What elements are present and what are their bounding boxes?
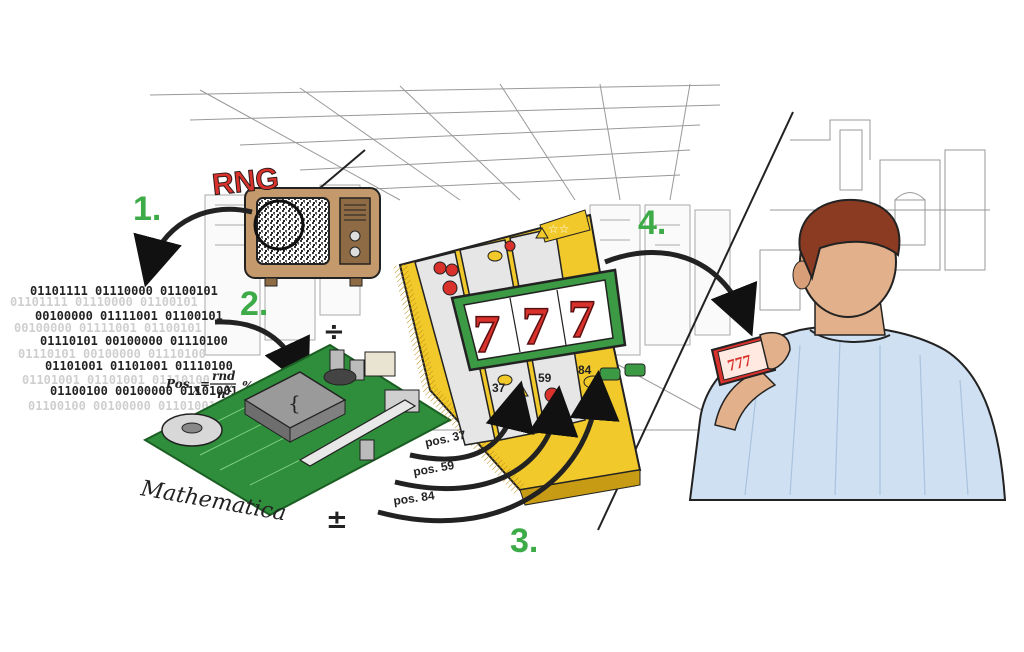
slot-reel-1-symbol: 7 [473, 304, 500, 364]
reel-position-label-3: pos. 84 [392, 488, 435, 508]
svg-text:n: n [217, 387, 226, 401]
svg-text:01100100 00100000 01101001: 01100100 00100000 01101001 [28, 399, 216, 413]
arrow-tv-to-binary [133, 206, 253, 288]
svg-text:x: x [224, 381, 233, 395]
cherry-icon [504, 240, 516, 252]
svg-text:01101001 01101001 01110100: 01101001 01101001 01110100 [22, 373, 210, 387]
plus-minus-symbol: ± [326, 505, 348, 535]
arrow-slot-to-player [604, 249, 758, 337]
step-2-label: 2. [240, 285, 268, 323]
binary-stream: 01101111 01110000 01100101 00100000 0111… [10, 284, 238, 413]
svg-text:rnd: rnd [212, 369, 236, 383]
bell-icon [535, 227, 549, 239]
cherry-icon [445, 263, 459, 277]
binary-line-2: 00100000 01111001 01100101 [35, 309, 223, 323]
slot-reel-3-symbol: 7 [568, 289, 595, 349]
position-formula: Pos x = rnd n x %n [165, 369, 262, 401]
cherry-icon [442, 280, 458, 296]
binary-line-5: 01100100 00100000 01101001 [50, 384, 238, 398]
lemon-icon [487, 250, 503, 262]
arrow-pos-59 [394, 385, 579, 492]
arrow-pos-84 [377, 370, 620, 524]
cherry-icon [433, 261, 447, 275]
svg-text:01101111 01110000 01100101: 01101111 01110000 01100101 [10, 295, 198, 309]
svg-text:01110101 00100000 01110100: 01110101 00100000 01110100 [18, 347, 206, 361]
lemon-icon [583, 375, 603, 389]
tv-icon [244, 149, 381, 287]
reel-small-label-3: 84 [578, 363, 592, 377]
slot-reel-2-symbol: 7 [522, 296, 549, 356]
person-with-phone-icon [688, 198, 1007, 501]
step-1-label: 1. [133, 190, 161, 228]
reel-small-label-2: 59 [538, 371, 552, 385]
phone-screen-sevens: 777 [726, 352, 754, 375]
city-buildings-background [759, 119, 990, 311]
rng-label: RNG [211, 162, 281, 202]
cherry-icon [544, 387, 560, 403]
svg-text:{: { [288, 391, 301, 415]
svg-text:00100000 01111001 01100101: 00100000 01111001 01100101 [14, 321, 202, 335]
binary-line-3: 01110101 00100000 01110100 [40, 334, 228, 348]
reel-position-label-2: pos. 59 [412, 458, 455, 479]
svg-text:Pos: Pos [165, 377, 190, 391]
step-3-label: 3. [510, 522, 538, 560]
divide-symbol: ÷ [323, 317, 345, 347]
svg-text:☆☆: ☆☆ [548, 222, 570, 236]
binary-line-1: 01101111 01110000 01100101 [30, 284, 218, 298]
reel-small-label-1: 37 [492, 381, 506, 395]
step-4-label: 4. [638, 204, 666, 242]
binary-line-4: 01101001 01101001 01110100 [45, 359, 233, 373]
arrow-pos-37 [409, 380, 535, 462]
svg-text:x: x [192, 382, 201, 396]
svg-text:=: = [200, 377, 210, 391]
